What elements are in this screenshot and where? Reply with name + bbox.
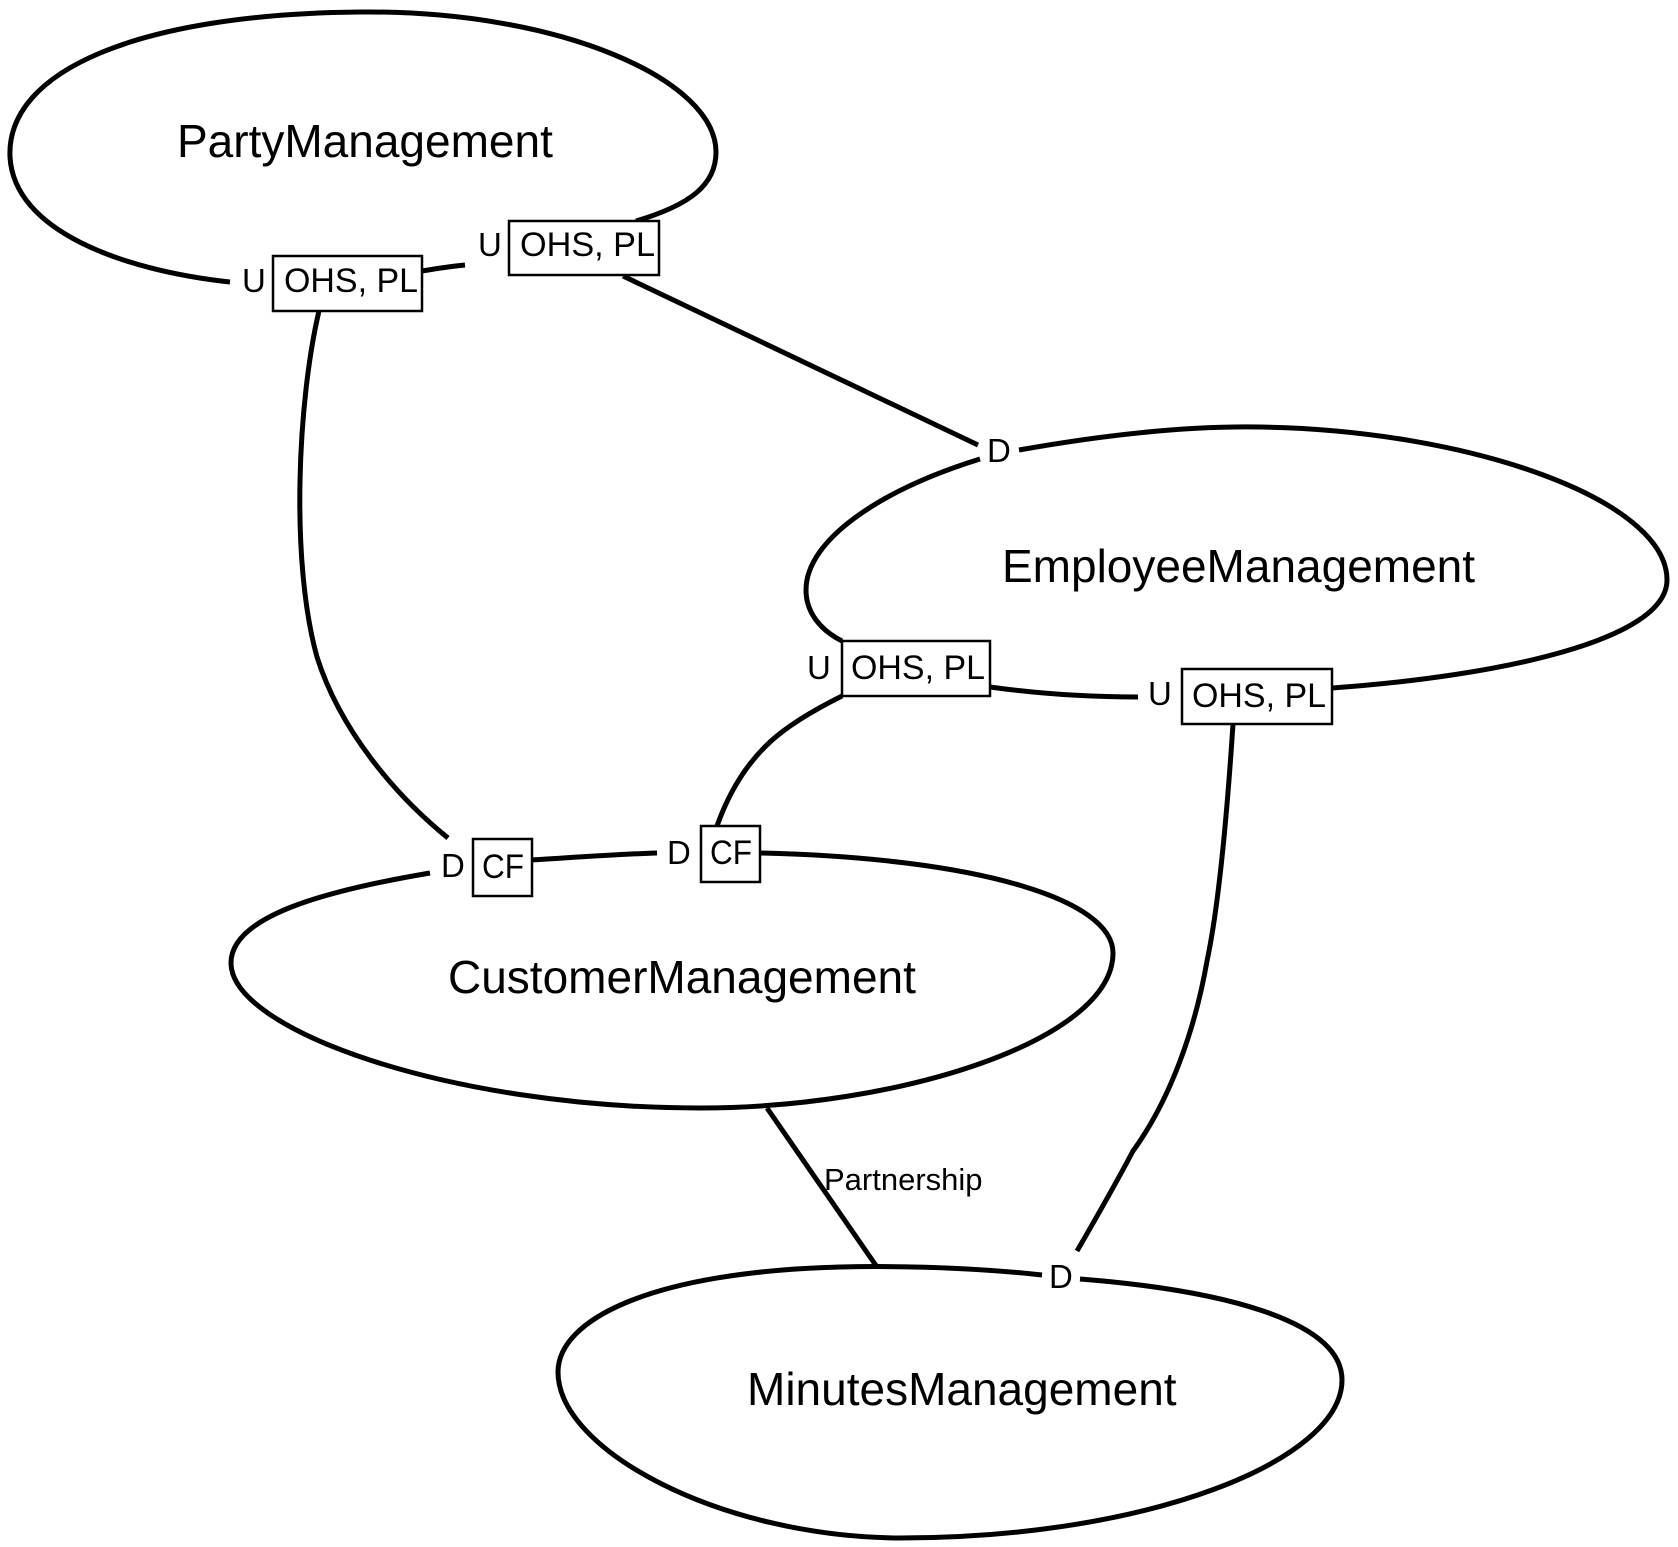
upstream-pattern-label: OHS, PL <box>851 649 985 687</box>
upstream-pattern-box <box>507 219 661 277</box>
downstream-pattern-label: CF <box>482 848 524 886</box>
relationship-party-customer[interactable]: U OHS, PL D CF <box>242 254 534 898</box>
upstream-pattern-label: OHS, PL <box>1192 677 1326 715</box>
context-shape-party <box>7 9 719 285</box>
context-employee-management[interactable]: EmployeeManagement <box>803 424 1670 691</box>
downstream-role-label: D <box>1049 1258 1073 1295</box>
context-shape-customer-top <box>531 850 658 863</box>
downstream-role-label: D <box>667 834 691 871</box>
context-label-employee: EmployeeManagement <box>1002 540 1475 592</box>
upstream-pattern-box <box>1180 667 1334 726</box>
partnership-label: Partnership <box>824 1162 983 1197</box>
upstream-role-label: U <box>478 226 502 263</box>
relationship-line <box>297 310 450 840</box>
relationship-customer-minutes[interactable]: Partnership <box>764 1106 983 1269</box>
upstream-pattern-label: OHS, PL <box>520 226 655 264</box>
context-label-minutes: MinutesManagement <box>747 1363 1177 1415</box>
upstream-pattern-box <box>271 254 424 313</box>
context-shape-minutes <box>555 1264 1345 1541</box>
context-label-party: PartyManagement <box>177 115 553 167</box>
context-shape-employee <box>1018 424 1670 691</box>
context-customer-management[interactable]: CustomerManagement <box>228 850 1116 1111</box>
upstream-role-label: U <box>1148 675 1172 712</box>
context-shape-customer <box>228 850 1116 1111</box>
upstream-role-label: U <box>807 649 831 686</box>
relationship-employee-customer[interactable]: U OHS, PL D CF <box>531 639 992 884</box>
context-minutes-management[interactable]: MinutesManagement <box>555 1264 1345 1541</box>
downstream-role-label: D <box>441 847 465 884</box>
upstream-pattern-box <box>840 639 992 698</box>
relationship-party-employee[interactable]: U OHS, PL D <box>478 219 1011 469</box>
downstream-pattern-box <box>699 824 762 884</box>
context-label-customer: CustomerManagement <box>448 951 916 1003</box>
relationship-line <box>621 273 980 448</box>
relationship-line <box>714 693 844 827</box>
downstream-role-label: D <box>987 432 1011 469</box>
relationship-line <box>764 1106 880 1269</box>
relationship-line <box>1074 723 1236 1253</box>
upstream-pattern-label: OHS, PL <box>284 262 418 300</box>
upstream-role-label: U <box>242 262 266 299</box>
context-party-management[interactable]: PartyManagement <box>7 9 719 285</box>
relationship-employee-minutes[interactable]: U OHS, PL D <box>1049 667 1334 1295</box>
context-shape-party-bottom <box>421 262 466 274</box>
context-shape-employee-left <box>803 456 981 644</box>
downstream-pattern-box <box>471 837 534 898</box>
context-shape-employee-bottom <box>989 684 1139 700</box>
downstream-pattern-label: CF <box>710 834 752 872</box>
